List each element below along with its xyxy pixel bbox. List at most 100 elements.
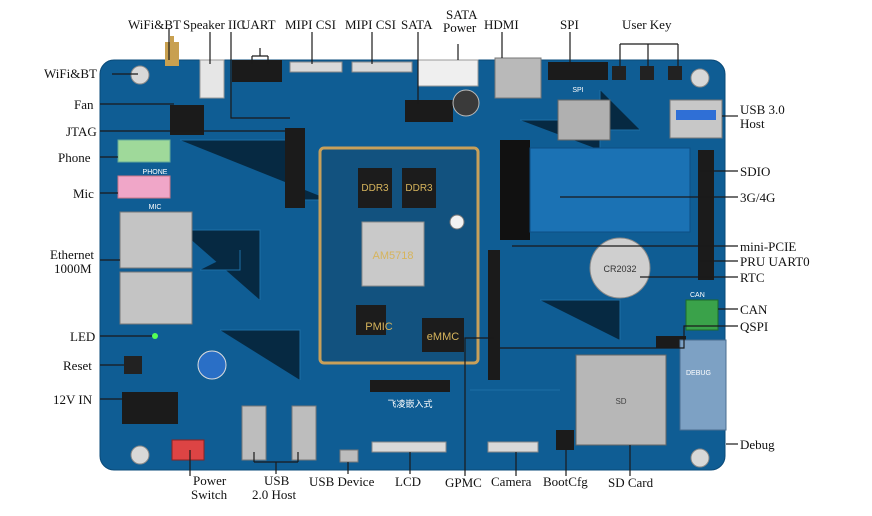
- ethernet-port: [119, 211, 193, 269]
- pmic-label: PMIC: [365, 321, 393, 333]
- label-mic: Mic: [73, 186, 94, 201]
- reset-button[interactable]: [124, 356, 142, 374]
- mini-pcie-slot: [500, 140, 530, 240]
- label-wifi-bt-top: WiFi&BT: [128, 17, 181, 32]
- soc-label: AM5718: [373, 250, 414, 262]
- label-power-switch-2: Switch: [191, 487, 228, 502]
- wifi-antenna-base: [165, 42, 179, 66]
- label-can: CAN: [740, 302, 768, 317]
- usb3-tongue: [676, 110, 716, 120]
- label-fan: Fan: [74, 97, 94, 112]
- sdio-header: [698, 150, 714, 280]
- leader-lines: [100, 28, 738, 476]
- label-mini-pcie: mini-PCIE: [740, 239, 797, 254]
- phone-silk: PHONE: [143, 169, 168, 176]
- user-key[interactable]: [640, 66, 654, 80]
- label-sata-power-2: Power: [443, 20, 477, 35]
- sim-slot: [557, 99, 611, 141]
- ddr-chip: [402, 168, 436, 208]
- label-spi: SPI: [560, 17, 579, 32]
- label-sata: SATA: [401, 17, 433, 32]
- label-led: LED: [70, 329, 96, 344]
- label-gpmc: GPMC: [445, 475, 482, 490]
- battery-silk: CR2032: [603, 264, 636, 274]
- mounting-hole: [130, 445, 150, 465]
- label-pru-uart0: PRU UART0: [740, 254, 810, 269]
- spi-header: [548, 62, 608, 80]
- label-speaker: Speaker: [183, 17, 225, 32]
- label-uart: UART: [241, 17, 276, 32]
- label-usb3-2: Host: [740, 116, 765, 131]
- expansion-header: [370, 380, 450, 392]
- label-reset: Reset: [63, 358, 92, 373]
- ddr-label: DDR3: [405, 183, 433, 194]
- label-phone: Phone: [58, 150, 91, 165]
- usb-device-port: [339, 449, 359, 463]
- ddr-chip: [358, 168, 392, 208]
- buzzer: [197, 350, 227, 380]
- label-bootcfg: BootCfg: [543, 474, 588, 489]
- user-key[interactable]: [668, 66, 682, 80]
- label-sd-card: SD Card: [608, 475, 654, 490]
- mipi-csi-connector: [289, 61, 343, 73]
- label-power-switch-1: Power: [193, 473, 227, 488]
- label-ethernet-2: 1000M: [54, 261, 92, 276]
- label-ethernet-1: Ethernet: [50, 247, 95, 262]
- label-mipi-csi-1: MIPI CSI: [285, 17, 336, 32]
- debug-silk: DEBUG: [686, 370, 711, 377]
- gpmc-header: [488, 250, 500, 380]
- mounting-hole: [690, 68, 710, 88]
- label-sata-power-1: SATA: [446, 7, 478, 22]
- iic-uart-header: [232, 60, 282, 82]
- sd-card-slot: [575, 354, 667, 446]
- sd-silk: SD: [615, 397, 626, 406]
- label-user-key: User Key: [622, 17, 672, 32]
- label-iic: IIC: [228, 17, 246, 32]
- cellular-card: [529, 147, 691, 233]
- mic-jack: [117, 175, 171, 199]
- phone-jack: [117, 139, 171, 163]
- label-12v-in: 12V IN: [53, 392, 93, 407]
- soc-chip: [361, 221, 425, 287]
- label-usb2-1: USB: [264, 473, 290, 488]
- mounting-hole: [130, 65, 150, 85]
- usb2-host-port: [291, 405, 317, 461]
- emmc-label: eMMC: [427, 331, 459, 343]
- power-switch[interactable]: [171, 439, 205, 461]
- can-silk: CAN: [690, 292, 705, 299]
- fan-module: [170, 105, 204, 135]
- emmc-chip: [422, 318, 464, 352]
- lcd-connector: [371, 441, 447, 453]
- usb2-host-port: [241, 405, 267, 461]
- label-3g-4g: 3G/4G: [740, 190, 776, 205]
- brand-silk: 飞凌嵌入式: [387, 398, 432, 409]
- spi-silk: SPI: [572, 87, 583, 94]
- bootcfg-switch[interactable]: [556, 430, 574, 450]
- label-mipi-csi-2: MIPI CSI: [345, 17, 396, 32]
- label-camera: Camera: [491, 474, 532, 489]
- can-terminal: [685, 299, 719, 331]
- camera-connector: [487, 441, 539, 453]
- label-usb3-1: USB 3.0: [740, 102, 785, 117]
- label-jtag: JTAG: [66, 124, 97, 139]
- hdmi-connector: [494, 57, 542, 99]
- ddr-label: DDR3: [361, 183, 389, 194]
- user-key[interactable]: [612, 66, 626, 80]
- qspi-header: [656, 336, 686, 348]
- pmic-chip: [356, 305, 386, 335]
- debug-db9: [679, 339, 727, 431]
- label-rtc: RTC: [740, 270, 765, 285]
- mounting-hole: [690, 448, 710, 468]
- label-debug: Debug: [740, 437, 775, 452]
- ethernet-port: [119, 271, 193, 325]
- label-usb2-2: 2.0 Host: [252, 487, 297, 502]
- som-mark: [449, 214, 465, 230]
- mic-silk: MIC: [149, 204, 162, 211]
- power-jack: [122, 392, 178, 424]
- label-usb-device: USB Device: [309, 474, 375, 489]
- sata-power-connector: [417, 59, 479, 87]
- label-hdmi: HDMI: [484, 17, 519, 32]
- speaker-connector: [199, 59, 225, 99]
